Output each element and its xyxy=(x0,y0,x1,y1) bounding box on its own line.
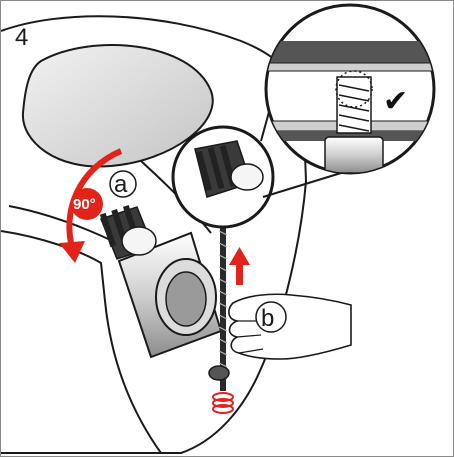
hand xyxy=(228,293,352,360)
mounting-hole xyxy=(208,365,230,381)
callout-b: b xyxy=(255,301,287,333)
callout-a: a xyxy=(109,170,137,198)
rotation-angle-badge: 90° xyxy=(71,188,103,220)
checkmark-icon: ✔ xyxy=(383,84,408,119)
spring xyxy=(212,392,234,414)
callout-a-label: a xyxy=(114,171,128,198)
callout-b-label: b xyxy=(261,305,274,332)
up-arrow-icon xyxy=(229,247,250,285)
lid-shape xyxy=(21,44,214,168)
step-number: 4 xyxy=(15,24,28,51)
drain-pipe xyxy=(117,231,223,359)
plug-part-a xyxy=(99,205,157,260)
rotation-angle-label: 90° xyxy=(73,196,96,213)
detail-magnified-view: ✔ xyxy=(264,3,436,175)
zoom-source-circle xyxy=(171,125,275,229)
